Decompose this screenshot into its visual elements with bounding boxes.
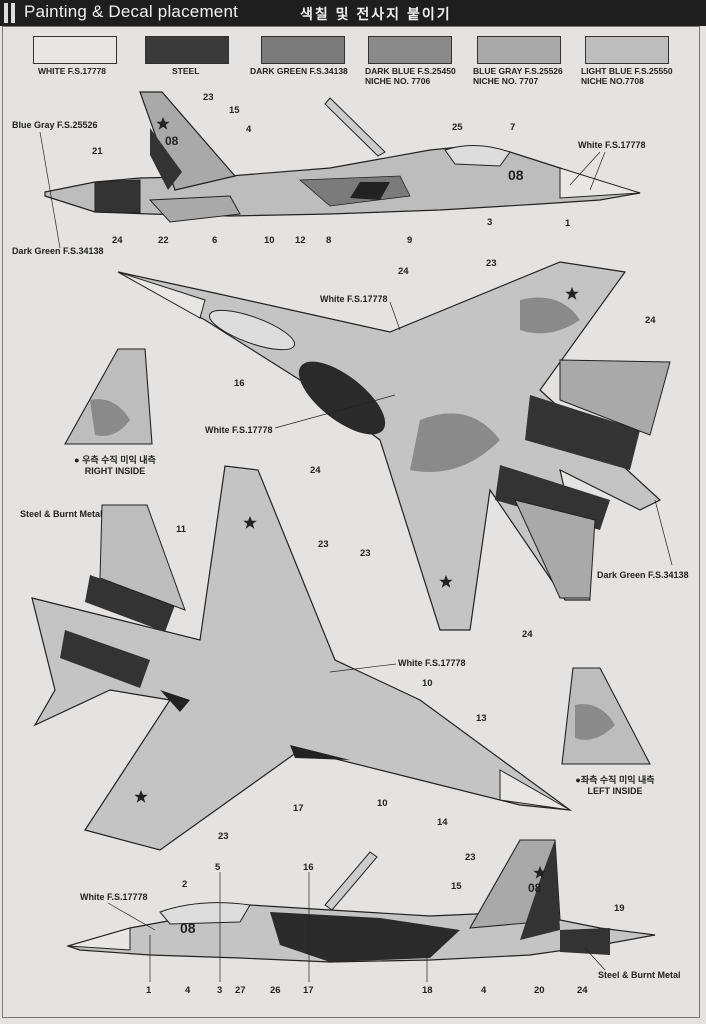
part-number: 6 — [212, 235, 217, 246]
part-number: 10 — [377, 798, 388, 809]
part-number: 10 — [422, 678, 433, 689]
callout-steel-burnt-2: Steel & Burnt Metal — [598, 970, 681, 980]
left-inside-korean: ●좌측 수직 미익 내측 — [575, 775, 655, 785]
part-number: 24 — [112, 235, 123, 246]
part-number: 4 — [246, 124, 252, 135]
page-title-korean: 색칠 및 전사지 붙이기 — [300, 6, 452, 22]
right-inside-caption: ● 우측 수직 미익 내측 RIGHT INSIDE — [60, 455, 170, 477]
callout-steel-burnt-1: Steel & Burnt Metal — [20, 509, 103, 519]
part-number: 17 — [293, 803, 304, 814]
tail-number-top: 08 — [165, 134, 179, 148]
tail-number-bottom: 08 — [528, 881, 542, 895]
part-number: 11 — [176, 524, 187, 535]
callout-dark-green-right: Dark Green F.S.34138 — [597, 570, 689, 580]
part-number: 24 — [522, 629, 533, 640]
part-number: 21 — [92, 146, 103, 157]
part-number: 8 — [326, 235, 331, 246]
part-number: 23 — [218, 831, 229, 842]
part-number: 24 — [645, 315, 656, 326]
swatch-label-blue-gray-line1: BLUE GRAY F.S.25526 — [473, 66, 563, 76]
swatch-label-blue-gray-line2: NICHE NO. 7707 — [473, 76, 539, 86]
part-number: 1 — [565, 218, 571, 229]
page-title: Painting & Decal placement — [24, 2, 239, 21]
part-number: 12 — [295, 235, 306, 246]
swatch-label-steel: STEEL — [172, 66, 200, 76]
callout-dark-green-top: Dark Green F.S.34138 — [12, 246, 104, 256]
side-view-bottom: 08 08 White F.S.17778 Steel & Burnt Meta… — [65, 839, 681, 996]
swatch-label-blue-gray: BLUE GRAY F.S.25526 NICHE NO. 7707 — [473, 66, 563, 86]
part-number: 1 — [146, 985, 152, 996]
part-number: 23 — [203, 92, 214, 103]
nose-number-top: 08 — [508, 167, 524, 183]
top-view-upper: White F.S.17778 White F.S.17778 Dark Gre… — [117, 258, 689, 640]
header-marker-icon — [4, 3, 18, 23]
side-view-top: 08 08 Blue Gray F.S.25526 Dark Green F.S… — [12, 91, 646, 256]
callout-white-top: White F.S.17778 — [578, 140, 646, 150]
part-number: 26 — [270, 985, 281, 996]
part-number: 4 — [185, 985, 191, 996]
left-inside-tail — [561, 667, 651, 765]
swatch-dark-blue — [368, 36, 452, 64]
part-number: 5 — [215, 862, 221, 873]
callout-blue-gray: Blue Gray F.S.25526 — [12, 120, 98, 130]
part-number: 7 — [510, 122, 515, 133]
swatch-label-light-blue-line2: NICHE NO.7708 — [581, 76, 644, 86]
part-number: 16 — [303, 862, 314, 873]
swatch-steel — [145, 36, 229, 64]
swatch-label-white: WHITE F.S.17778 — [38, 66, 107, 76]
part-number: 24 — [577, 985, 588, 996]
swatch-label-light-blue-line1: LIGHT BLUE F.S.25550 — [581, 66, 673, 76]
part-number: 9 — [407, 235, 412, 246]
part-number: 22 — [158, 235, 169, 246]
right-inside-label: RIGHT INSIDE — [84, 466, 146, 476]
sheet-frame — [2, 26, 700, 1018]
nose-number-bottom: 08 — [180, 920, 196, 936]
swatch-label-dark-green: DARK GREEN F.S.34138 — [250, 66, 348, 76]
part-number: 25 — [452, 122, 463, 133]
left-inside-label: LEFT INSIDE — [587, 786, 643, 796]
part-number: 24 — [398, 266, 409, 277]
swatch-light-blue — [585, 36, 669, 64]
part-number: 3 — [487, 217, 492, 228]
swatch-blue-gray — [477, 36, 561, 64]
part-number: 23 — [318, 539, 329, 550]
swatch-label-dark-blue-line1: DARK BLUE F.S.25450 — [365, 66, 456, 76]
swatch-label-dark-blue: DARK BLUE F.S.25450 NICHE NO. 7706 — [365, 66, 456, 86]
callout-white-upper-2: White F.S.17778 — [205, 425, 273, 435]
part-number: 27 — [235, 985, 246, 996]
part-number: 3 — [217, 985, 222, 996]
part-number: 18 — [422, 985, 433, 996]
part-number: 15 — [451, 881, 462, 892]
left-inside-caption: ●좌측 수직 미익 내측 LEFT INSIDE — [560, 775, 670, 797]
part-number: 14 — [437, 817, 448, 828]
swatch-label-dark-blue-line2: NICHE NO. 7706 — [365, 76, 431, 86]
part-number: 17 — [303, 985, 314, 996]
part-number: 20 — [534, 985, 545, 996]
callout-white-bottom: White F.S.17778 — [80, 892, 148, 902]
part-number: 23 — [465, 852, 476, 863]
part-number: 13 — [476, 713, 487, 724]
swatch-white — [33, 36, 117, 64]
top-view-lower: Steel & Burnt Metal White F.S.17778 11 2… — [20, 465, 573, 851]
callout-white-upper-1: White F.S.17778 — [320, 294, 388, 304]
part-number: 10 — [264, 235, 275, 246]
header-bar: Painting & Decal placement 색칠 및 전사지 붙이기 — [0, 0, 706, 26]
part-number: 23 — [486, 258, 497, 269]
swatch-dark-green — [261, 36, 345, 64]
part-number: 23 — [360, 548, 371, 559]
part-number: 15 — [229, 105, 240, 116]
right-inside-tail — [64, 348, 153, 445]
right-inside-korean: ● 우측 수직 미익 내측 — [74, 455, 156, 465]
part-number: 2 — [182, 879, 187, 890]
part-number: 4 — [481, 985, 487, 996]
swatch-label-light-blue: LIGHT BLUE F.S.25550 NICHE NO.7708 — [581, 66, 673, 86]
part-number: 19 — [614, 903, 625, 914]
part-number: 24 — [310, 465, 321, 476]
callout-white-lower: White F.S.17778 — [398, 658, 466, 668]
part-number: 16 — [234, 378, 245, 389]
